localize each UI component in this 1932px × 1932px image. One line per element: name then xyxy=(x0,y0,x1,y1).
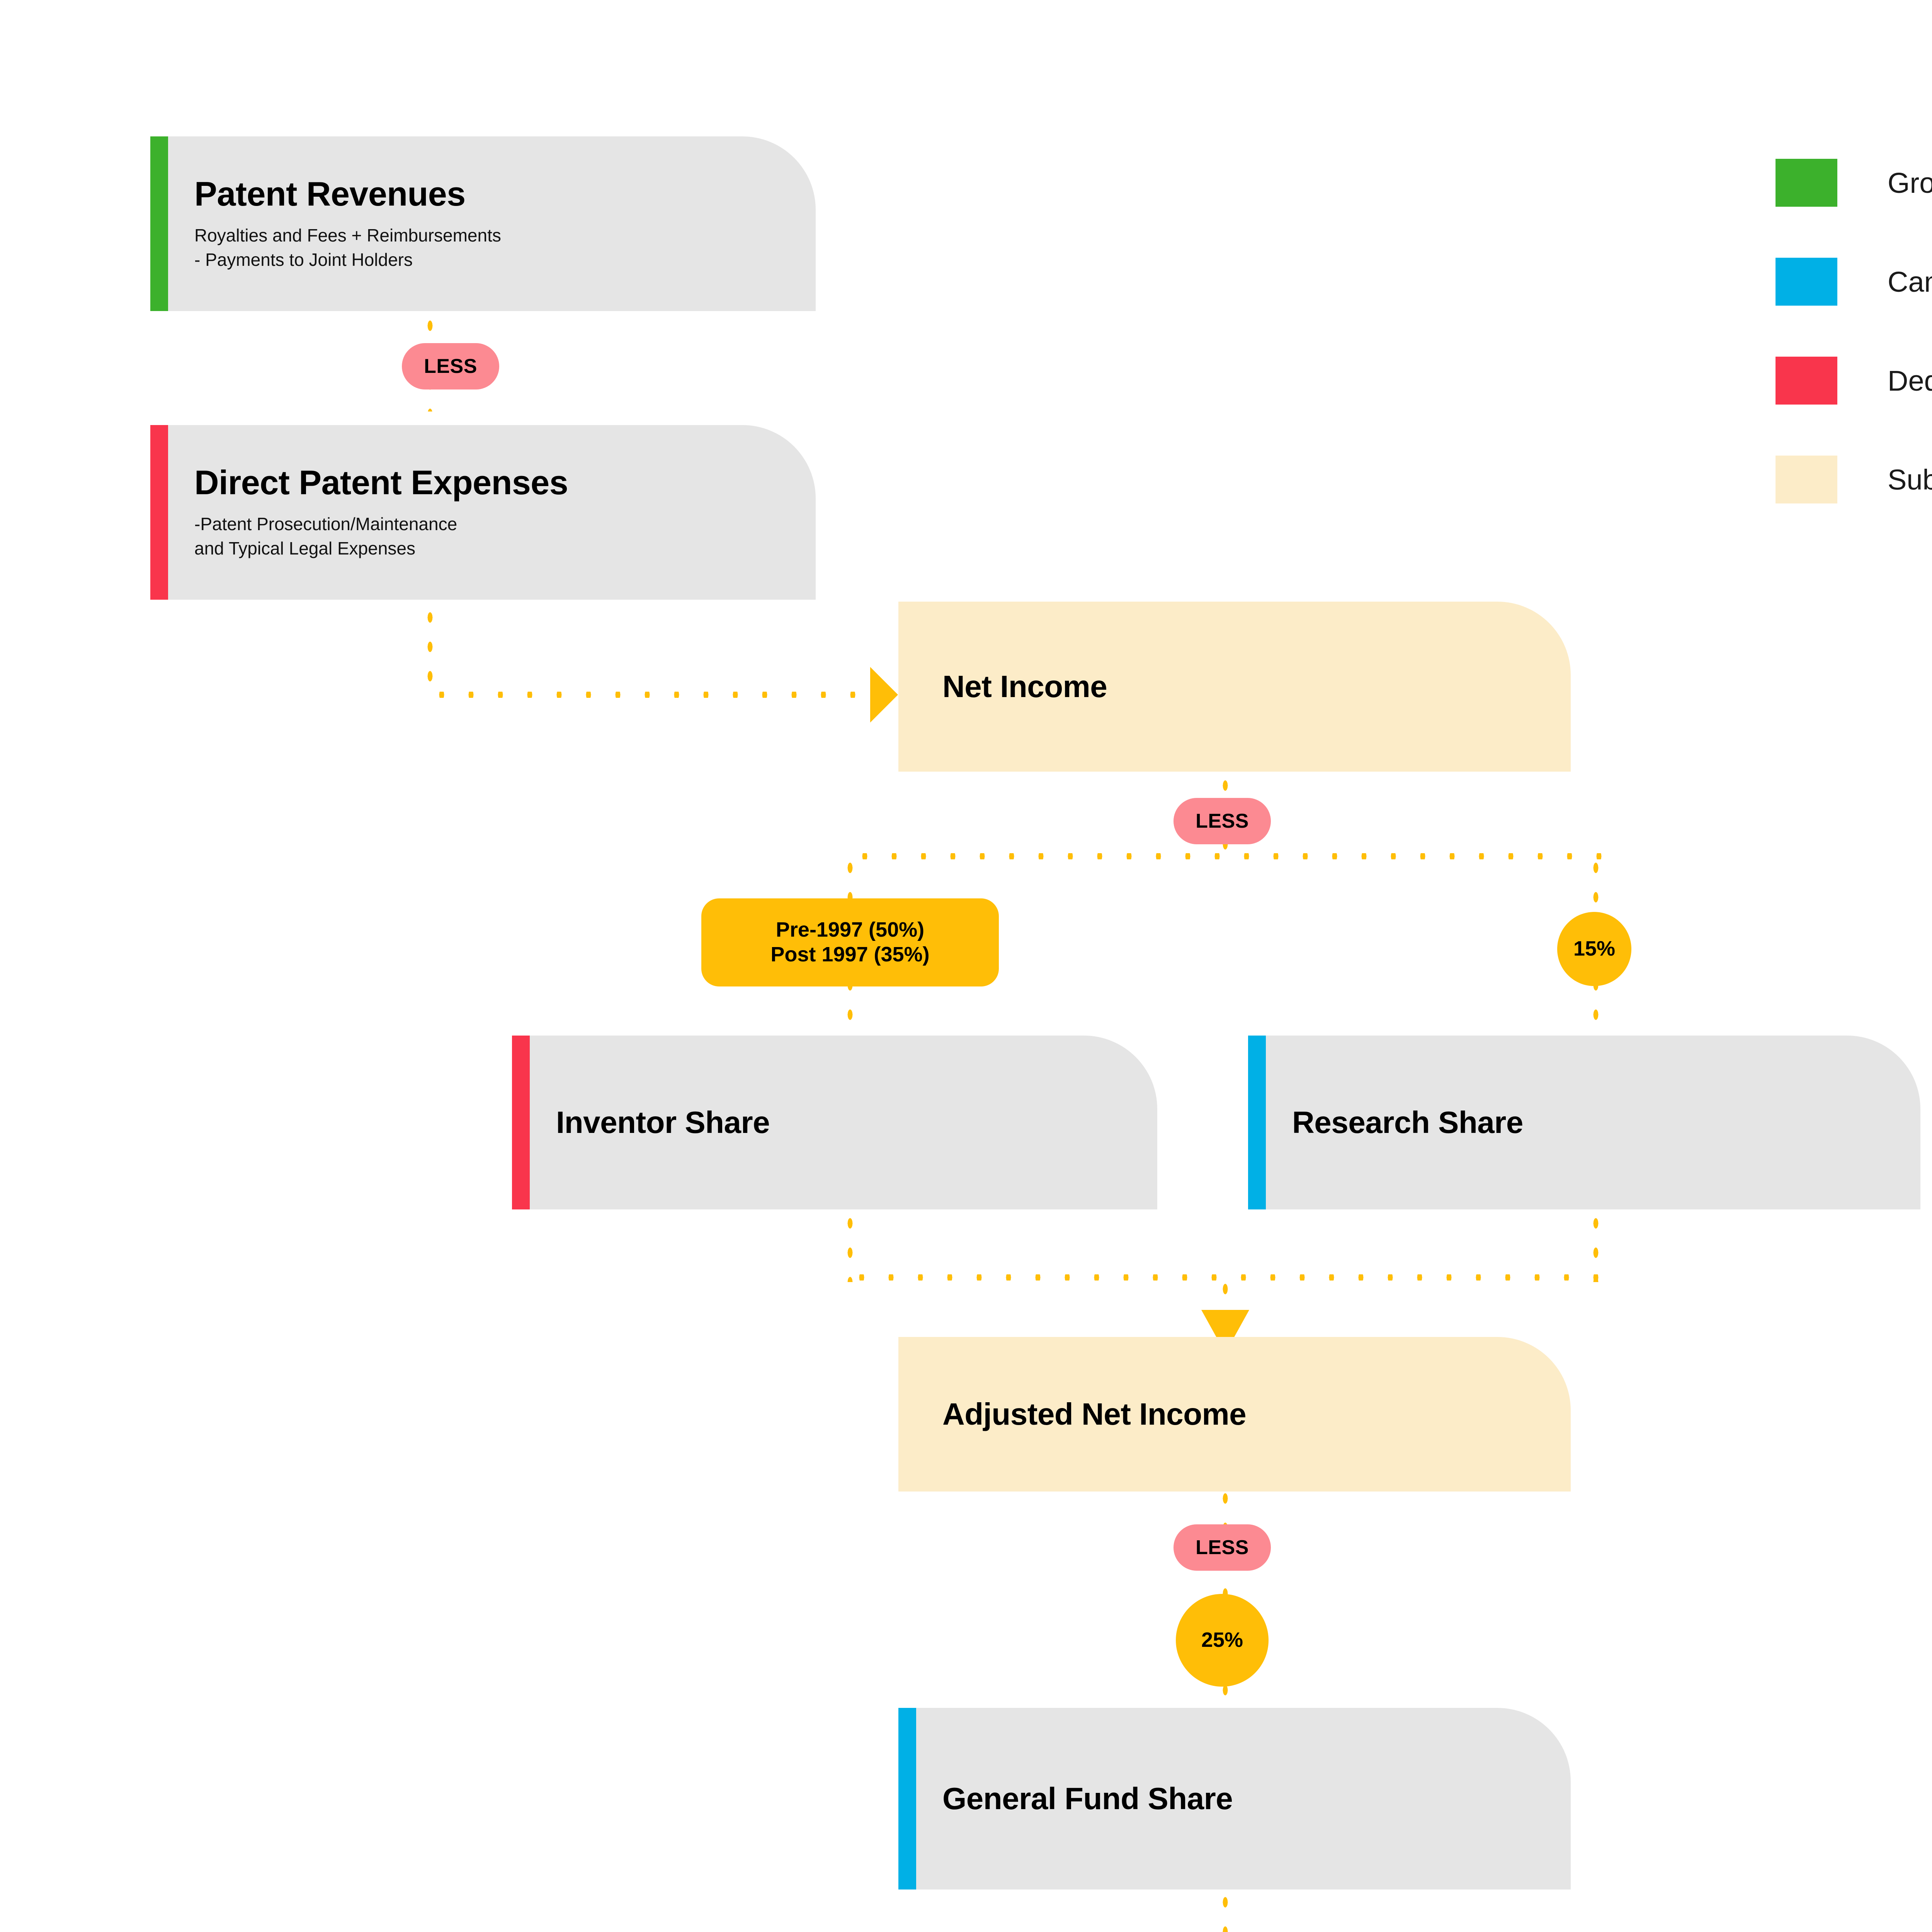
legend-item-gross-revenue: Gross Revenue/Income xyxy=(1776,133,1932,232)
legend-swatch-subtotal xyxy=(1776,456,1837,503)
badge-inventor-rate-line-1: Pre-1997 (50%) xyxy=(776,918,925,942)
node-subtext-line-2: and Typical Legal Expenses xyxy=(194,538,415,559)
node-title-patent-revenues: Patent Revenues xyxy=(194,175,466,213)
accent-bar-deductions xyxy=(512,1036,530,1209)
node-title-adjusted-net-income: Adjusted Net Income xyxy=(942,1397,1247,1432)
node-title-net-income: Net Income xyxy=(942,669,1107,704)
node-subtext-patent-revenues: Royalties and Fees + Reimbursements - Pa… xyxy=(194,223,793,272)
badge-general-fund-rate: 25% xyxy=(1176,1594,1269,1687)
connector-research-share-down xyxy=(1593,1209,1599,1282)
arrow-into-net-income xyxy=(870,667,898,723)
legend-label-gross-revenue: Gross Revenue/Income xyxy=(1888,167,1932,199)
node-body xyxy=(916,1708,1571,1889)
connector-general-fund-down xyxy=(1222,1888,1228,1932)
accent-bar-campus-income xyxy=(898,1708,916,1889)
legend-label-deductions: Deductions/Expenses xyxy=(1888,364,1932,397)
legend-item-campus-income: Campus Income xyxy=(1776,232,1932,331)
node-content: General Fund Share xyxy=(898,1781,1571,1816)
node-body xyxy=(168,136,816,311)
badge-less-1: LESS xyxy=(402,343,499,389)
node-content: Inventor Share xyxy=(512,1105,1157,1140)
node-subtext-line-1: -Patent Prosecution/Maintenance xyxy=(194,514,457,534)
connector-net-income-split xyxy=(850,853,1613,859)
node-subtext-line-1: Royalties and Fees + Reimbursements xyxy=(194,225,501,245)
accent-bar-subtotal xyxy=(898,602,916,772)
node-subtext-line-2: - Payments to Joint Holders xyxy=(194,250,413,270)
connector-merge-to-adjusted xyxy=(1222,1274,1228,1319)
node-body xyxy=(916,1337,1571,1492)
node-inventor-share[interactable]: Inventor Share xyxy=(512,1036,1157,1209)
node-body xyxy=(530,1036,1157,1209)
legend-item-subtotal: Subtotal xyxy=(1776,430,1932,529)
badge-less-3: LESS xyxy=(1173,1524,1271,1571)
node-direct-patent-expenses[interactable]: Direct Patent Expenses -Patent Prosecuti… xyxy=(150,425,816,600)
badge-less-2: LESS xyxy=(1173,798,1271,844)
accent-bar-subtotal xyxy=(898,1337,916,1492)
node-research-share[interactable]: Research Share xyxy=(1248,1036,1920,1209)
node-general-fund-share[interactable]: General Fund Share xyxy=(898,1708,1571,1889)
legend-swatch-campus-income xyxy=(1776,258,1837,306)
node-adjusted-net-income[interactable]: Adjusted Net Income xyxy=(898,1337,1571,1492)
badge-inventor-rate-text: Pre-1997 (50%) Post 1997 (35%) xyxy=(770,918,929,967)
node-body xyxy=(1266,1036,1920,1209)
legend-swatch-deductions xyxy=(1776,357,1837,405)
node-body xyxy=(168,425,816,600)
badge-inventor-rate: Pre-1997 (50%) Post 1997 (35%) xyxy=(701,898,999,986)
node-title-inventor-share: Inventor Share xyxy=(556,1105,770,1140)
legend-label-subtotal: Subtotal xyxy=(1888,463,1932,496)
node-content: Research Share xyxy=(1248,1105,1920,1140)
node-net-income[interactable]: Net Income xyxy=(898,602,1571,772)
legend-item-deductions: Deductions/Expenses xyxy=(1776,331,1932,430)
node-title-direct-patent-expenses: Direct Patent Expenses xyxy=(194,463,568,502)
badge-inventor-rate-line-2: Post 1997 (35%) xyxy=(770,943,930,966)
node-body xyxy=(916,602,1571,772)
node-patent-revenues[interactable]: Patent Revenues Royalties and Fees + Rei… xyxy=(150,136,816,311)
legend-swatch-gross-revenue xyxy=(1776,159,1837,207)
connector-expenses-to-net-income xyxy=(427,692,879,698)
accent-bar-campus-income xyxy=(1248,1036,1266,1209)
node-content: Adjusted Net Income xyxy=(898,1397,1571,1432)
node-title-general-fund-share: General Fund Share xyxy=(942,1781,1233,1816)
node-content: Net Income xyxy=(898,669,1571,704)
accent-bar-gross-revenue xyxy=(150,136,168,311)
node-content: Patent Revenues Royalties and Fees + Rei… xyxy=(150,175,816,272)
legend-label-campus-income: Campus Income xyxy=(1888,265,1932,298)
legend: Gross Revenue/Income Campus Income Deduc… xyxy=(1776,133,1932,529)
node-subtext-direct-patent-expenses: -Patent Prosecution/Maintenance and Typi… xyxy=(194,512,793,561)
connector-expenses-down xyxy=(427,603,433,699)
badge-research-rate: 15% xyxy=(1557,912,1631,986)
accent-bar-deductions xyxy=(150,425,168,600)
node-content: Direct Patent Expenses -Patent Prosecuti… xyxy=(150,464,816,561)
node-title-research-share: Research Share xyxy=(1292,1105,1523,1140)
connector-inventor-share-down xyxy=(847,1209,853,1282)
